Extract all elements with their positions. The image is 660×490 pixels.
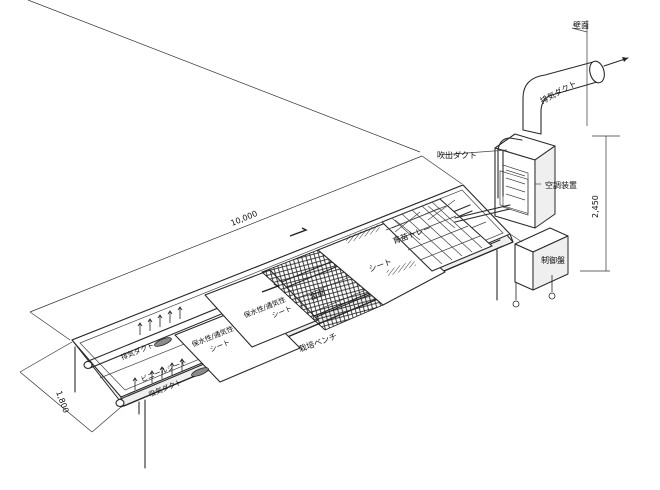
- label-control-panel: 制御盤: [541, 255, 565, 265]
- label-dim-width: 1,800: [54, 390, 70, 415]
- leader-lines: [439, 27, 588, 259]
- label-bench: 栽培ベンチ: [297, 331, 338, 354]
- label-outlet-duct: 吹出ダクト: [437, 150, 477, 160]
- dimension-lines: [19, 0, 620, 433]
- label-dim-height: 2,450: [591, 195, 600, 218]
- control-panel: [509, 227, 569, 291]
- duct-end: [115, 398, 125, 408]
- label-dim-length: 10,000: [229, 209, 258, 228]
- label-air-conditioner: 空調装置: [545, 180, 577, 190]
- nursery-trays: [381, 197, 493, 272]
- ground-symbols: [512, 275, 556, 308]
- air-conditioner-unit: [454, 133, 556, 229]
- sheet-layers: [154, 221, 446, 383]
- label-wall: 壁面: [573, 20, 589, 30]
- duct-end: [83, 360, 93, 370]
- exhaust-duct: [522, 20, 629, 135]
- airflow-arrows: [132, 306, 185, 390]
